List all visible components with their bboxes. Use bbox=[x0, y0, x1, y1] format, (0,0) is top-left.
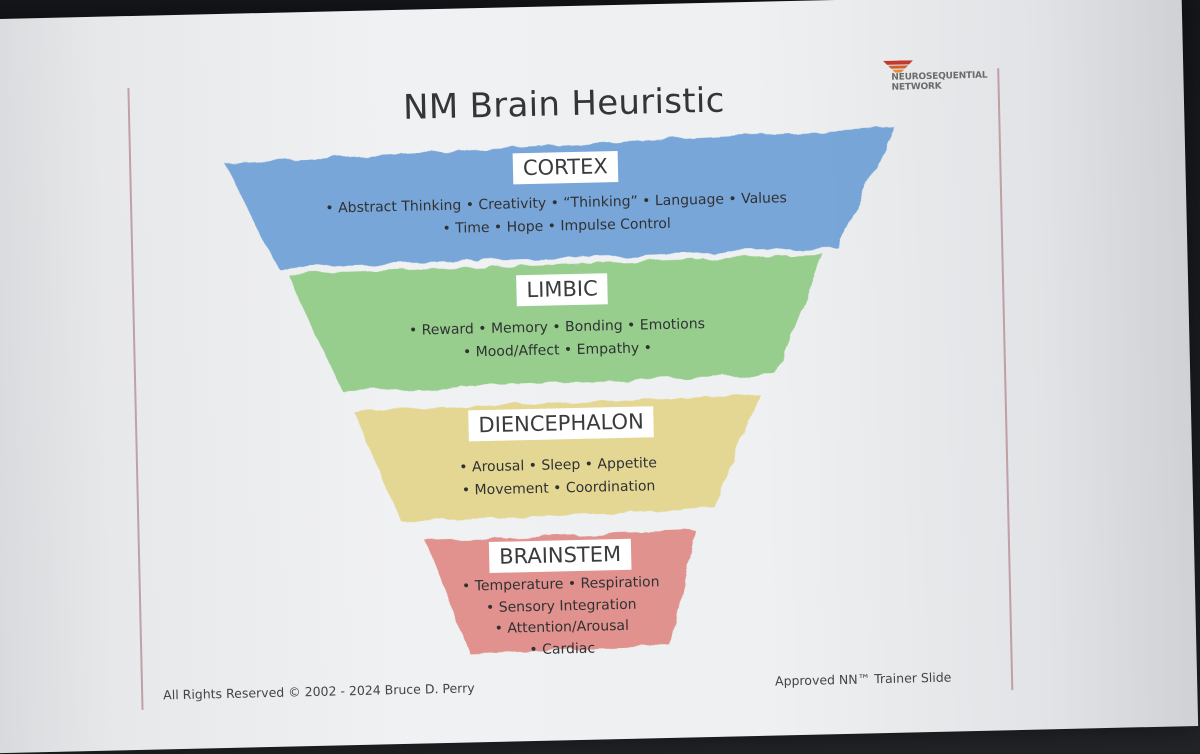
level-items-brainstem: • Temperature • Respiration • Sensory In… bbox=[462, 572, 661, 662]
neurosequential-logo: NEUROSEQUENTIAL NETWORK bbox=[882, 58, 1004, 101]
band-diencephalon bbox=[352, 394, 761, 522]
level-label-brainstem: BRAINSTEM bbox=[488, 538, 632, 573]
logo-mark-icon bbox=[882, 60, 913, 73]
level-label-diencephalon: DIENCEPHALON bbox=[468, 406, 655, 442]
level-label-limbic: LIMBIC bbox=[516, 273, 609, 307]
level-items-limbic: • Reward • Memory • Bonding • Emotions •… bbox=[409, 313, 706, 366]
brainstem-line-2: • Sensory Integration bbox=[485, 596, 637, 616]
brainstem-line-4: • Cardiac bbox=[529, 640, 596, 658]
band-limbic bbox=[287, 254, 824, 392]
level-label-cortex: CORTEX bbox=[512, 150, 619, 185]
level-items-diencephalon: • Arousal • Sleep • Appetite • Movement … bbox=[459, 452, 658, 502]
band-cortex bbox=[225, 126, 895, 268]
diencephalon-line-2: • Movement • Coordination bbox=[461, 478, 656, 499]
